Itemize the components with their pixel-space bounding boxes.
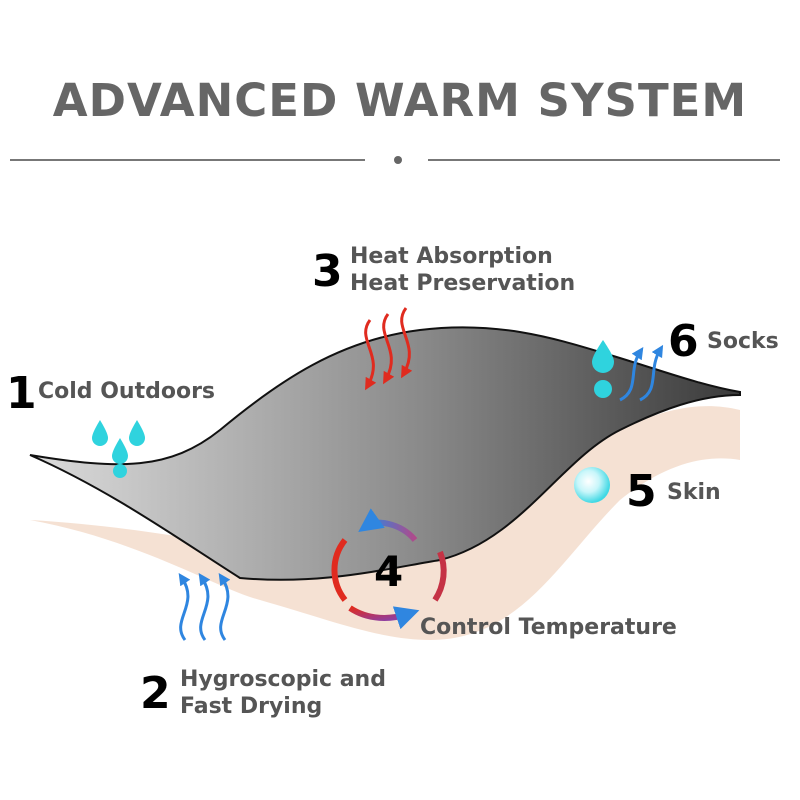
- skin-bubble-icon: [574, 467, 610, 503]
- water-drop-icon: [112, 438, 128, 464]
- water-drop-icon: [129, 420, 145, 446]
- step-3-label-line2: Heat Preservation: [350, 271, 576, 296]
- step-2-label-line2: Fast Drying: [180, 694, 323, 719]
- step-1-number: 1: [6, 368, 37, 419]
- step-4-number: 4: [374, 547, 404, 596]
- temperature-cycle-icon: [331, 508, 447, 630]
- step-3-label-line1: Heat Absorption: [350, 244, 553, 269]
- step-5-label: Skin: [667, 480, 721, 505]
- step-6-label: Socks: [707, 329, 779, 354]
- water-drop-icon-group: [592, 340, 614, 398]
- step-2-number: 2: [140, 668, 171, 719]
- sock-layer: [29, 326, 741, 581]
- moisture-wave-arrow-icon: [619, 344, 664, 402]
- step-4-label: Control Temperature: [420, 615, 677, 640]
- step-2-label-line1: Hygroscopic and: [180, 667, 386, 692]
- water-drop-icon: [113, 464, 127, 478]
- step-6-number: 6: [668, 316, 699, 367]
- step-5-number: 5: [626, 466, 657, 517]
- title-divider: [10, 156, 780, 164]
- water-drop-icon-group: [92, 420, 145, 478]
- water-drop-icon: [592, 340, 614, 373]
- moisture-wave-arrow-icon: [178, 573, 231, 641]
- water-drop-icon: [594, 380, 612, 398]
- step-3-number: 3: [312, 246, 343, 297]
- heat-wave-arrow-icon: [364, 307, 413, 391]
- step-1-label: Cold Outdoors: [38, 379, 216, 404]
- water-drop-icon: [92, 420, 108, 446]
- skin-layer: [30, 406, 740, 640]
- page-title: ADVANCED WARM SYSTEM: [52, 74, 748, 127]
